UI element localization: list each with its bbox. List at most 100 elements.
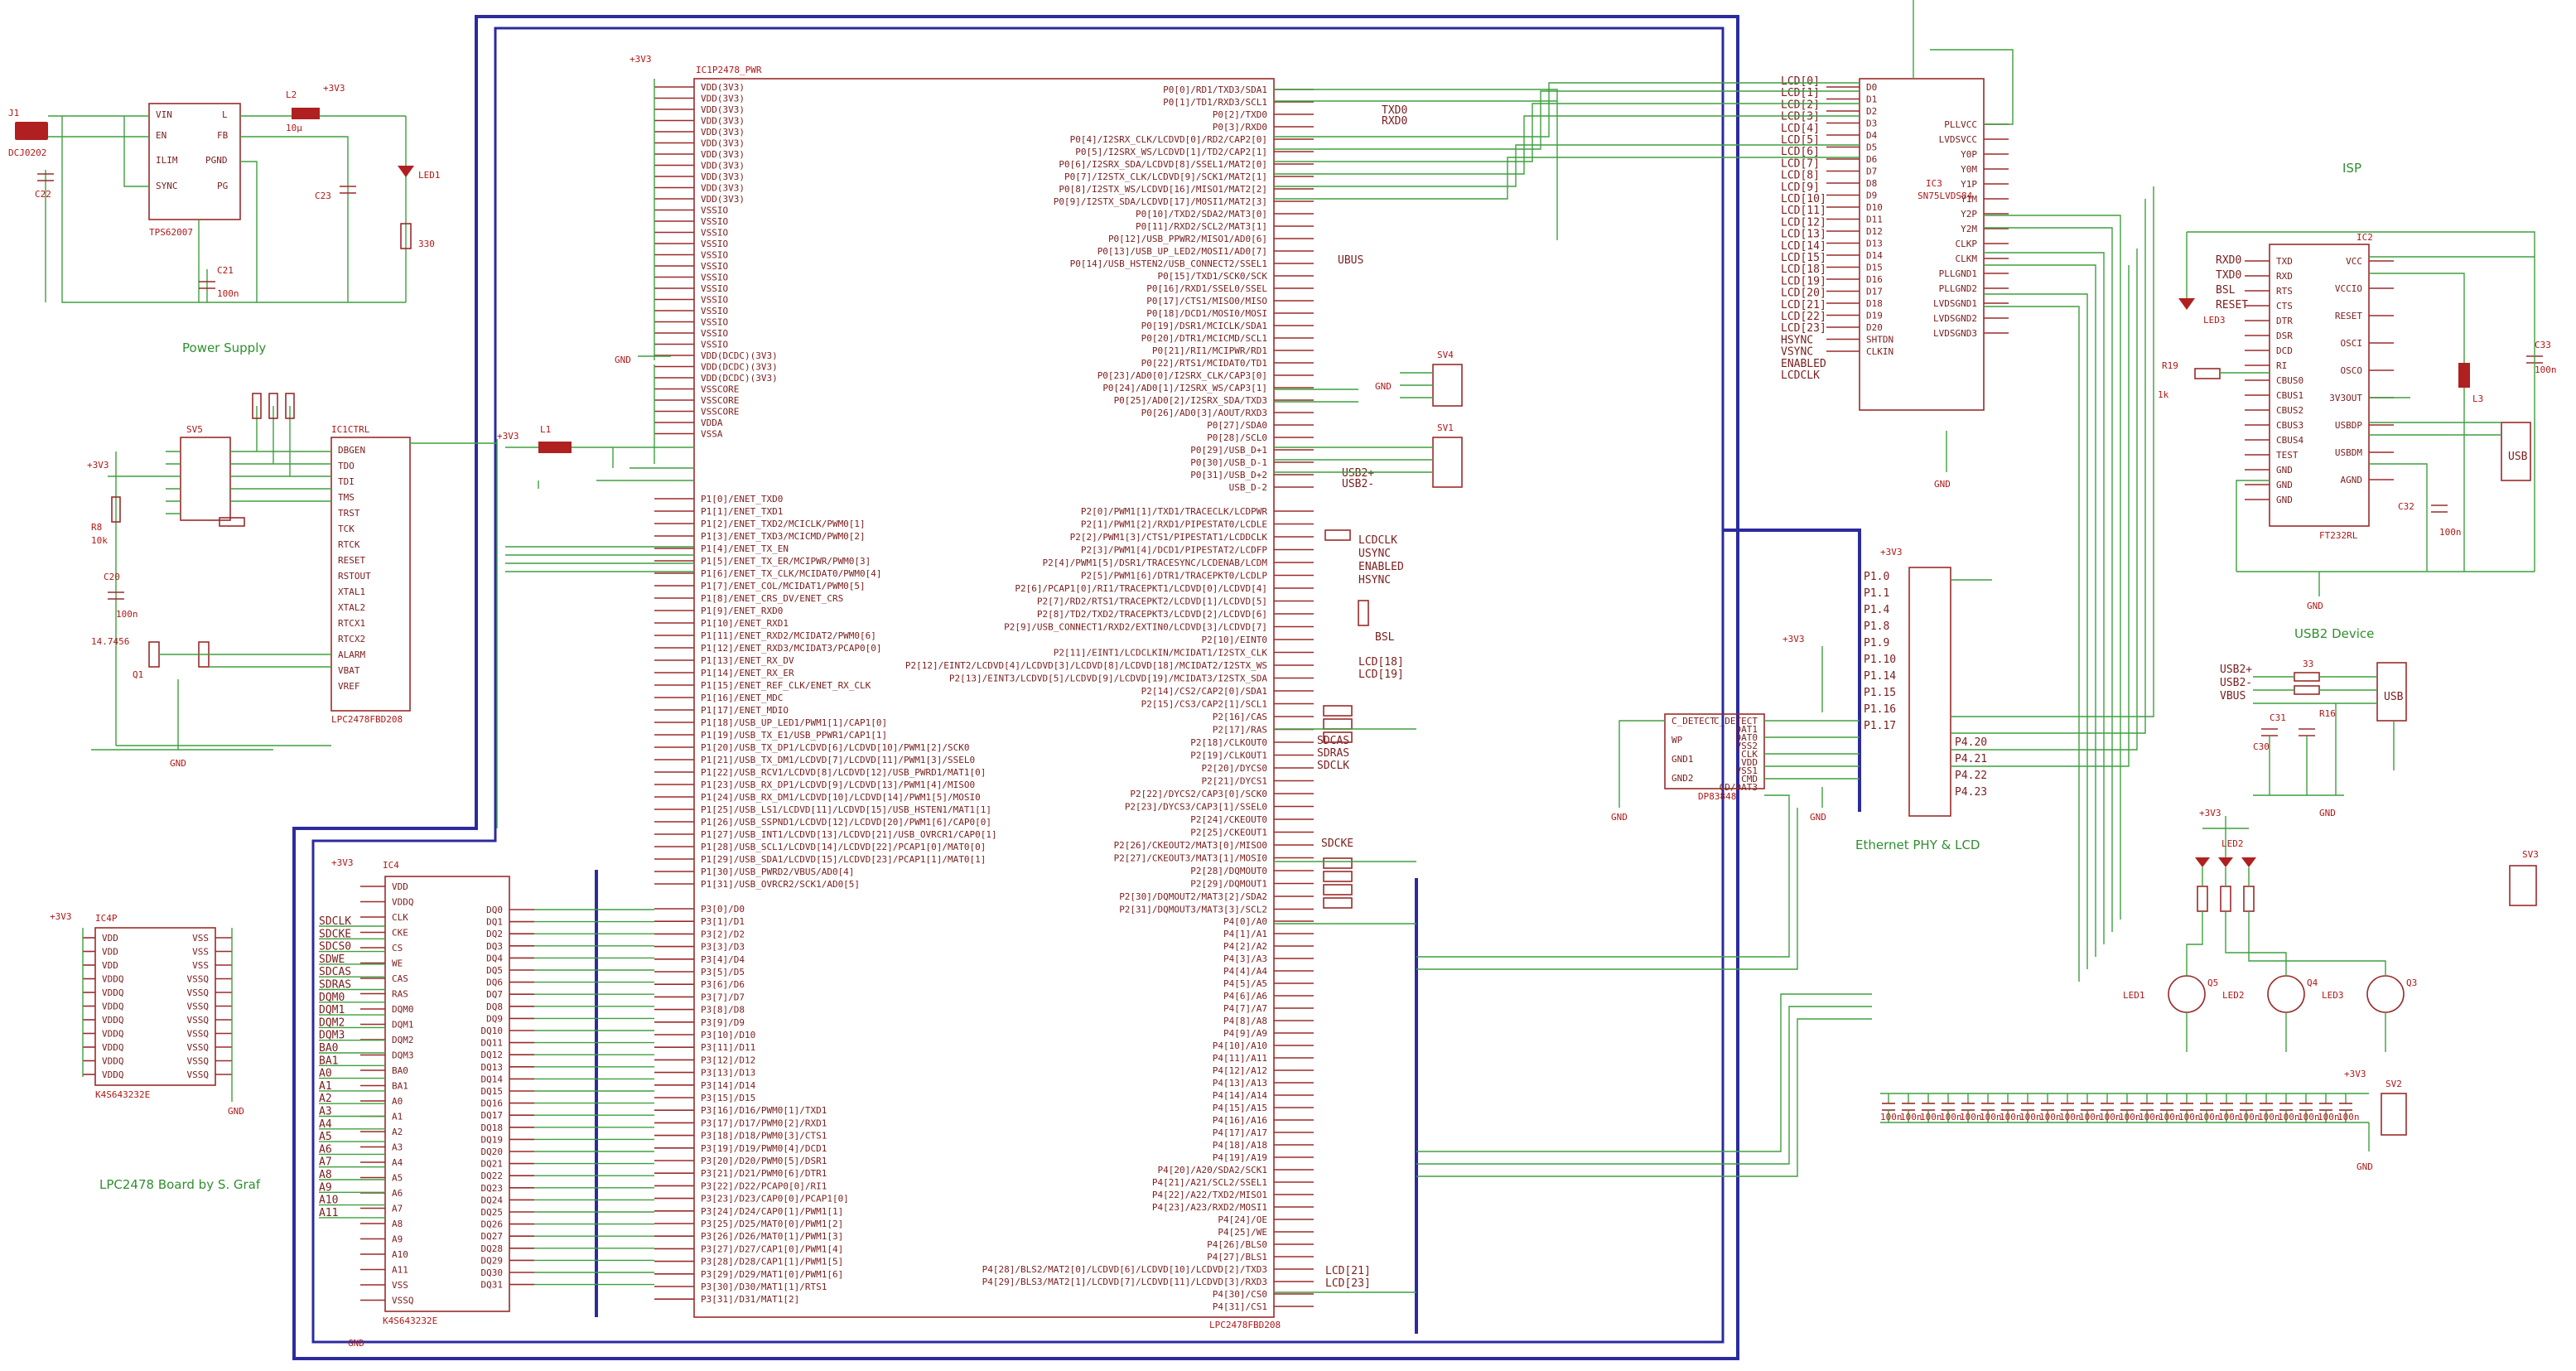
ic4p-right-pin-8: VSSQ (187, 1042, 210, 1053)
ethernet-net-labels: P1.0P1.1P1.4P1.8P1.9P1.10P1.14P1.15P1.16… (1864, 571, 1987, 799)
l1-filter: L1 +3V3 (497, 424, 694, 489)
l1-label: L1 (540, 424, 551, 435)
ic4p-3v3: +3V3 (50, 911, 72, 922)
main-right-p0-13: P0[13]/USB_UP_LED2/MOSI1/AD0[7] (1097, 246, 1267, 257)
main-right-p2-15: P2[15]/CS3/CAP2[1]/SCL1 (1141, 699, 1267, 710)
ic4-net-13: A1 (319, 1080, 332, 1093)
main-left-pin-18: VSSIO (701, 283, 728, 294)
ic3-left-pin-1: D1 (1866, 94, 1877, 105)
ic4-right-pin-19: DQ19 (481, 1134, 504, 1145)
dcj-label: DCJ0202 (8, 147, 46, 158)
ic3-left-pin-10: D10 (1866, 202, 1883, 213)
ic2-left-pin-4: DTR (2276, 316, 2293, 326)
led-3v3: +3V3 (2199, 808, 2221, 818)
ic3-net-13: LCD[13] (1781, 229, 1826, 241)
ic3-net-8: LCD[8] (1781, 170, 1820, 182)
cap-val-18: 100n (2238, 1112, 2260, 1122)
main-left-p3-0: P3[0]/D0 (701, 904, 745, 915)
led2-net: LED2 (2222, 990, 2245, 1001)
ic4-net-10: BA0 (319, 1042, 338, 1055)
main-left-pin-17: VSSIO (701, 273, 728, 283)
eth-net-5: P1.10 (1864, 654, 1896, 666)
ic3-net-22: HSYNC (1781, 334, 1813, 346)
main-right-p4-11: P4[11]/A11 (1213, 1053, 1267, 1064)
j1-label: J1 (8, 108, 19, 118)
main-left-pin-9: VDD(3V3) (701, 183, 745, 194)
ic3-right-pin-14: LVDSGND3 (1933, 328, 1977, 339)
main-left-p1-27: P1[27]/USB_INT1/LCDVD[13]/LCDVD[21]/USB_… (701, 829, 997, 840)
ic4-right-pin-25: DQ25 (481, 1207, 504, 1218)
eth-net-2: P1.4 (1864, 604, 1889, 616)
c20-label: C20 (104, 572, 120, 582)
ic4p-left-pin-7: VDDQ (102, 1029, 124, 1040)
main-left-pin-22: VSSIO (701, 328, 728, 339)
ic5-right-pin-1: DAT1 (1736, 724, 1758, 735)
ic4-net-23: A11 (319, 1207, 338, 1219)
main-right-p0-22: P0[22]/RTS1/MCIDAT0/TD1 (1141, 358, 1267, 369)
main-right-p2-3: P2[3]/PWM1[4]/DCD1/PIPESTAT2/LCDFP (1081, 545, 1268, 556)
ic4-right-pin-31: DQ31 (481, 1280, 504, 1291)
ic4-net-labels: SDCLKSDCKESDCS0SDWESDCASSDRASDQM0DQM1DQM… (319, 909, 654, 1286)
svg-text:SYNC: SYNC (156, 181, 178, 191)
main-left-p3-31: P3[31]/D31/MAT1[2] (701, 1294, 799, 1305)
main-right-p4-29: P4[29]/BLS3/MAT2[1]/LCDVD[7]/LCDVD[11]/L… (982, 1277, 1267, 1287)
ctrl-pin-11: RTCX1 (338, 618, 365, 629)
lpc2478-main-ic: IC1P2478_PWR LPC2478FBD208 VDD(3V3)VDD(3… (615, 54, 1416, 1330)
net-bsl: BSL (1375, 631, 1395, 644)
c23-label: C23 (315, 191, 331, 201)
ic2-left-pin-13: TEST (2276, 450, 2299, 461)
ic4-left-pin-18: A4 (392, 1157, 403, 1168)
net-lcd18: LCD[18] (1358, 656, 1404, 669)
net-lcd21: LCD[21] (1325, 1265, 1371, 1277)
main-right-p4-1: P4[1]/A1 (1223, 929, 1267, 939)
main-right-p0-2: P0[2]/TXD0 (1213, 109, 1267, 120)
main-left-p3-21: P3[21]/D21/PWM0[6]/DTR1 (701, 1168, 827, 1179)
main-right-p0-15: P0[15]/TXD1/SCK0/SCK (1158, 271, 1268, 282)
ic3-net-5: LCD[5] (1781, 134, 1820, 147)
caps-3v3: +3V3 (2344, 1069, 2366, 1079)
main-right-p4-2: P4[2]/A2 (1223, 941, 1267, 952)
cap-val-8: 100n (2039, 1112, 2062, 1122)
led1-net: LED1 (2123, 990, 2145, 1001)
ic2-name: FT232RL (2319, 530, 2358, 541)
tps-ic-label: TPS62007 (149, 227, 193, 238)
main-right-p2-8: P2[8]/TD2/TXD2/TRACEPKT3/LCDVD[2]/LCDVD[… (1037, 609, 1267, 620)
main-right-p0-20: P0[20]/DTR1/MCICMD/SCL1 (1141, 333, 1267, 344)
cap-val-7: 100n (2019, 1112, 2042, 1122)
ic4p-label: IC4P (95, 913, 118, 924)
ic4-left-pin-24: A10 (392, 1249, 408, 1260)
main-right-p4-6: P4[6]/A6 (1223, 991, 1267, 1002)
ic5-left-pin-3: GND2 (1672, 773, 1694, 784)
ic4p-right-pin-5: VSSQ (187, 1002, 210, 1012)
main-right-p4-9: P4[9]/A9 (1223, 1028, 1267, 1039)
main-right-p0-5: P0[5]/I2SRX_WS/LCDVD[1]/TD2/CAP2[1] (1075, 147, 1267, 157)
ic4-net-4: SDCAS (319, 966, 351, 978)
sv2-header (2381, 1093, 2407, 1136)
main-right-p4-12: P4[12]/A12 (1213, 1065, 1267, 1076)
main-right-p2-9: P2[9]/USB_CONNECT1/RXD2/EXTIN0/LCDVD[3]/… (1004, 622, 1267, 633)
main-left-p1-11: P1[11]/ENET_RXD2/MCIDAT2/PWM0[6] (701, 630, 876, 641)
ctrl-pin-2: TDI (338, 476, 355, 487)
eth-net-0: P1.0 (1864, 571, 1889, 583)
cap-val-5: 100n (1980, 1112, 2002, 1122)
main-left-p1-23: P1[23]/USB_RX_DP1/LCDVD[9]/LCDVD[13]/PWM… (701, 780, 975, 790)
main-left-pin-27: VSSCORE (701, 384, 739, 395)
ic4-right-pin-6: DQ6 (486, 978, 503, 988)
ic5-right-pin-4: CLK (1741, 749, 1758, 760)
main-left-pin-20: VSSIO (701, 306, 728, 316)
ic3-net-0: LCD[0] (1781, 75, 1820, 88)
main-left-p3-23: P3[23]/D23/CAP0[0]/PCAP1[0] (701, 1194, 849, 1204)
led-res-label: 330 (418, 239, 435, 249)
main-right-p2-28: P2[28]/DQMOUT0 (1190, 866, 1267, 876)
main-right-p2-31: P2[31]/DQMOUT3/MAT3[3]/SCL2 (1119, 905, 1267, 915)
main-left-pin-31: VSSA (701, 429, 723, 440)
main-left-p3-4: P3[4]/D4 (701, 954, 745, 965)
cap-val-16: 100n (2198, 1112, 2221, 1122)
net-usb2m: USB2- (1342, 478, 1374, 490)
ic4-right-pins: DQ0DQ1DQ2DQ3DQ4DQ5DQ6DQ7DQ8DQ9DQ10DQ11DQ… (481, 905, 534, 1291)
ic4-net-17: A5 (319, 1131, 332, 1143)
ic3-right-pin-12: LVDSGND1 (1933, 298, 1977, 309)
ic4-right-pin-1: DQ1 (486, 917, 503, 928)
